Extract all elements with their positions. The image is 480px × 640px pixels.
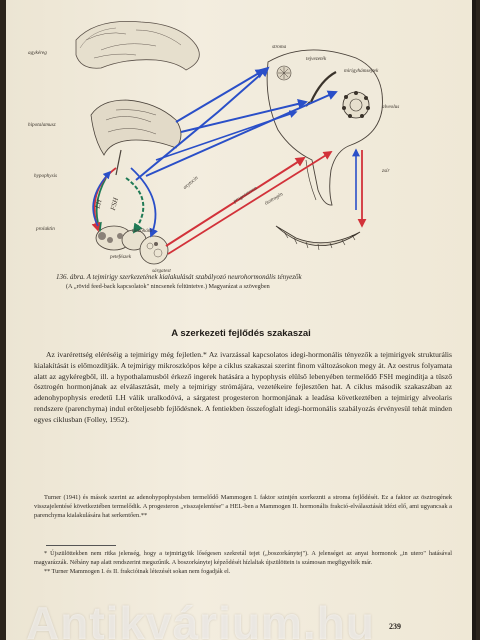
label-zsir: zsír: [382, 168, 390, 174]
label-tuszo: tüszőhám: [132, 228, 152, 234]
label-agykereg: agykéreg: [28, 50, 47, 56]
small-print-paragraph: Turner (1941) és mások szerint az adenoh…: [34, 493, 452, 521]
caption-note: (A „rövid feed-back kapcsolatok" nincsen…: [66, 283, 270, 290]
blue-arrow-prolaktin: [155, 110, 298, 161]
red-arrow-osztrogen: [167, 151, 333, 255]
label-stroma: stroma: [272, 44, 287, 50]
milk-duct: [309, 71, 337, 103]
blue-arrow-stroma: [175, 68, 266, 123]
label-sargatest: sárgatest: [152, 268, 171, 274]
label-petefeszek: petefészek: [110, 254, 132, 260]
label-prolaktin: prolaktin: [36, 226, 55, 232]
alveolus-cluster: [342, 91, 370, 119]
blue-arrow-alveolus: [145, 90, 338, 177]
caption-main: 136. ábra. A tejmirigy szerkezetének kia…: [56, 273, 302, 281]
label-hypophysis: hypophysis: [34, 173, 58, 179]
body-paragraph: Az ivarérettség eléréséig a tejmirigy mé…: [34, 350, 452, 424]
ovary: [139, 235, 169, 265]
blue-arrow-up: [92, 170, 112, 227]
footnote-rule: [46, 545, 116, 546]
diagram-svg: [75, 21, 383, 265]
label-alveolus: alveolus: [382, 104, 400, 110]
fat-pad: [275, 225, 361, 251]
page-edge: [472, 0, 476, 640]
footnote-1: * Újszülöttekben nem ritka jelenség, hog…: [34, 550, 452, 566]
label-hipotalamusz: hipotalamusz: [28, 122, 56, 128]
blue-arrow-to-ovary: [130, 167, 158, 238]
pituitary-stalk: [115, 149, 122, 176]
label-mirigyhamsejtek: mirigyhámsejtek: [344, 68, 379, 74]
page-number: 239: [389, 622, 401, 631]
brain-cortex: [75, 21, 200, 71]
blue-arrow-duct: [180, 99, 308, 133]
small-paragraph: Turner (1941) és mások szerint az adenoh…: [34, 494, 452, 520]
body-text: Az ivarérettség eléréséig a tejmirigy mé…: [34, 350, 452, 426]
red-arrow-progeszteron: [165, 156, 306, 247]
stroma-cell: [276, 65, 292, 81]
book-page: agykéreg hipotalamusz hypophysis prolakt…: [6, 0, 476, 640]
footnote-2: ** Turner Mammogen I. és II. frakcióinak…: [44, 567, 231, 575]
label-tejvezetek: tejvezeték: [306, 56, 327, 62]
neurohormonal-figure: agykéreg hipotalamusz hypophysis prolakt…: [6, 0, 476, 275]
watermark: Antikvárium.hu: [26, 597, 375, 640]
hypothalamus: [90, 99, 182, 156]
feedback-arrow-dashed: [125, 177, 145, 234]
mammary-gland: [266, 49, 383, 206]
section-title: A szerkezeti fejlődés szakaszai: [171, 328, 311, 339]
figure-caption: 136. ábra. A tejmirigy szerkezetének kia…: [56, 272, 436, 292]
footnotes: * Újszülöttekben nem ritka jelenség, hog…: [34, 550, 452, 576]
